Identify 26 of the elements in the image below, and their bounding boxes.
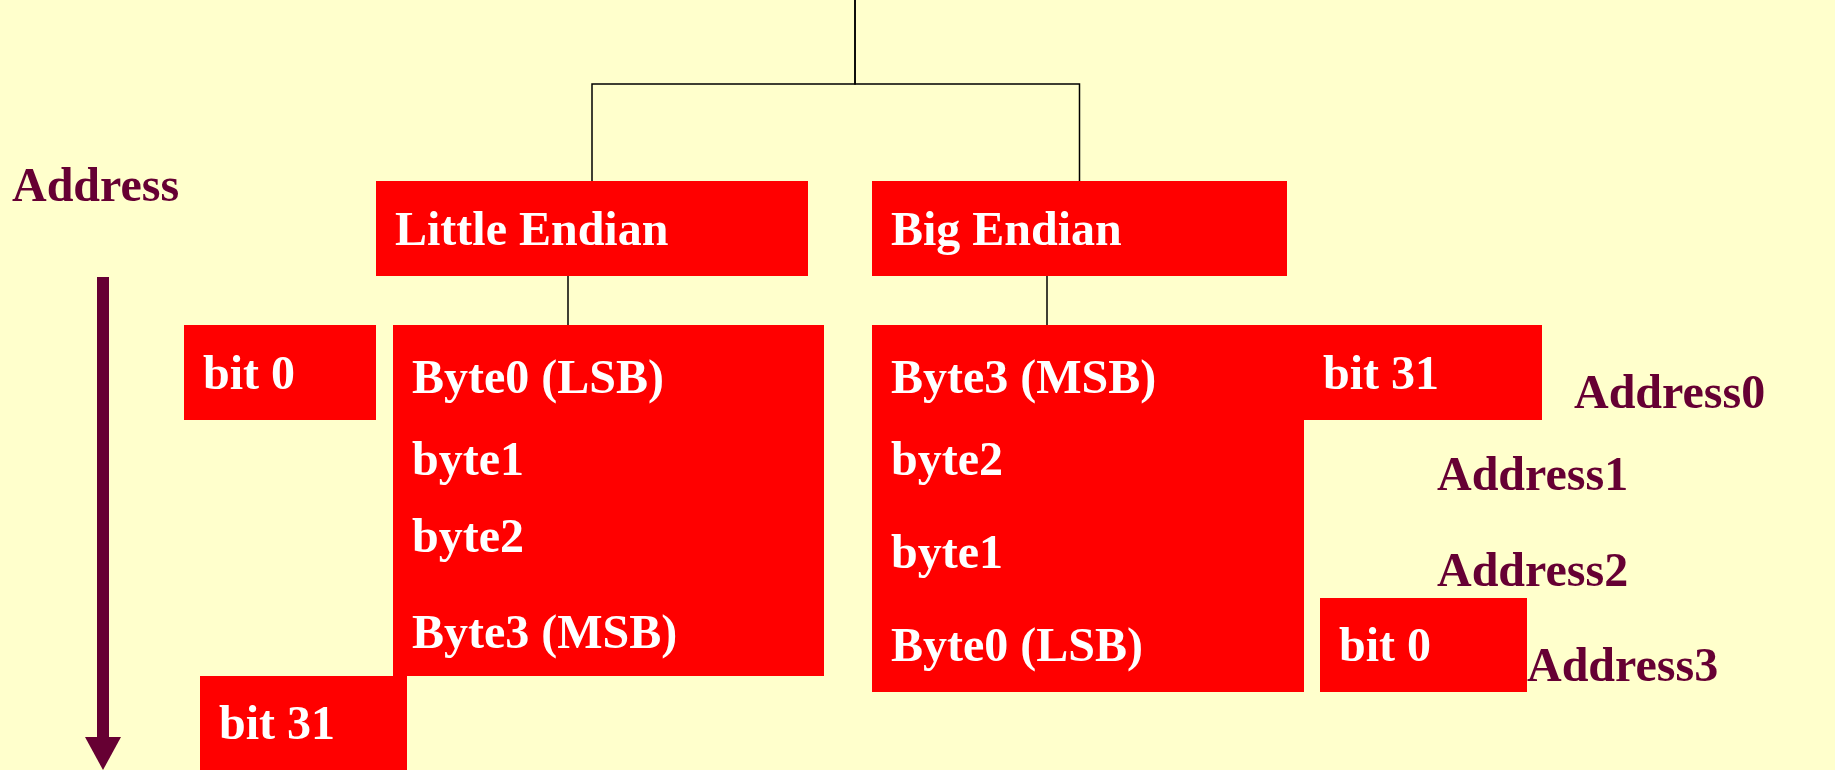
box-text: bit 31	[219, 699, 335, 747]
byte-block	[872, 325, 1304, 692]
box-text: byte1	[891, 528, 1003, 576]
box-text: bit 0	[1339, 621, 1431, 669]
connector-line	[1046, 275, 1048, 326]
address-label: Address0	[1574, 368, 1766, 416]
address-label: Address3	[1527, 641, 1719, 689]
connector-line	[567, 275, 569, 326]
box-text: bit 0	[203, 348, 295, 397]
byte-block	[393, 325, 824, 676]
box-text: byte2	[891, 435, 1003, 483]
connector-line	[854, 0, 1081, 182]
label-box	[200, 676, 407, 770]
address-label: Address2	[1437, 546, 1629, 594]
label-box	[184, 325, 376, 420]
box-text: bit 31	[1323, 348, 1439, 397]
box-text: Little Endian	[395, 204, 669, 253]
box-text: byte1	[412, 435, 524, 483]
label-box	[1320, 598, 1527, 692]
label-box	[376, 181, 808, 276]
address-label: Address1	[1437, 450, 1629, 498]
label-box	[872, 181, 1287, 276]
address-label: Address	[12, 161, 180, 209]
label-box	[1304, 325, 1542, 420]
box-text: byte2	[412, 512, 524, 560]
box-text: Big Endian	[891, 204, 1122, 253]
